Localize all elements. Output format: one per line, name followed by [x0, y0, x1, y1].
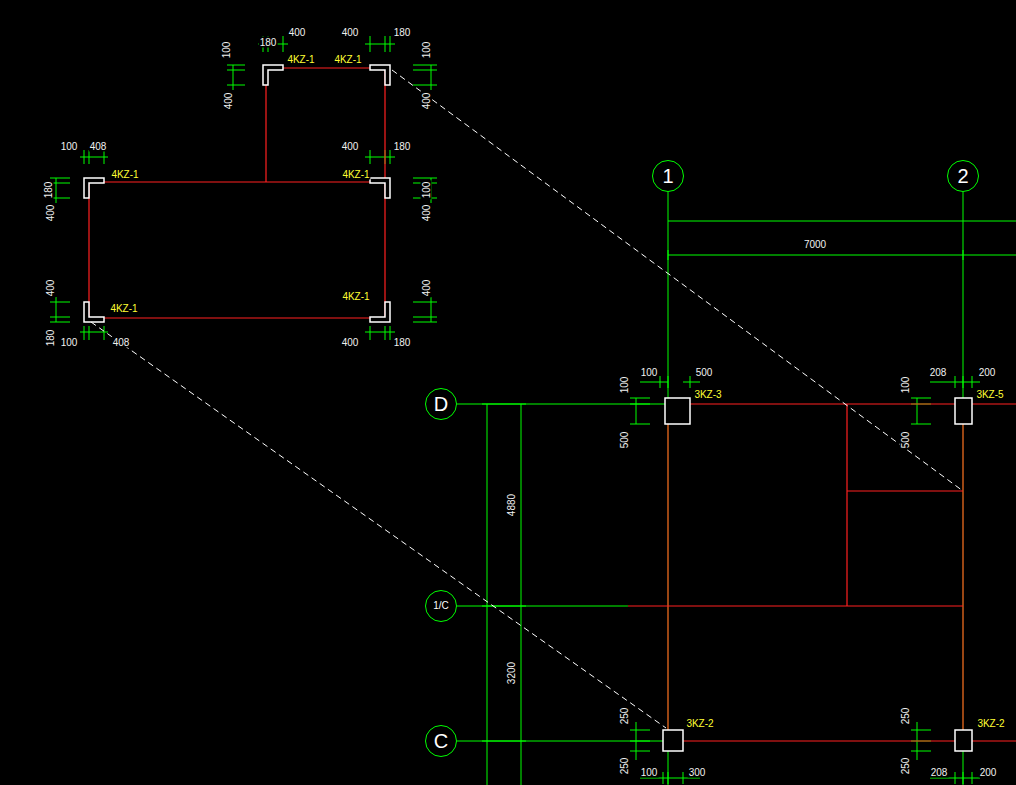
column-tag: 4KZ-1 [286, 54, 315, 65]
dimension-text: 100 [60, 141, 79, 152]
dimension-text: 100 [900, 376, 911, 395]
grid-bubble: 1 [652, 160, 684, 192]
dimension-text: 408 [89, 141, 108, 152]
grid-bubble: 2 [947, 160, 979, 192]
dimension-text: 400 [45, 204, 56, 223]
dimension-text: 400 [421, 204, 432, 223]
dimension-text: 180 [393, 27, 412, 38]
dimension-text: 100 [640, 767, 659, 778]
column-tag: 4KZ-1 [333, 54, 362, 65]
column-tag: 3KZ-5 [975, 389, 1004, 400]
dimension-text: 100 [60, 337, 79, 348]
dimension-text: 500 [695, 367, 714, 378]
dimension-text: 180 [43, 181, 54, 200]
grid-bubble: 1/C [425, 590, 457, 622]
grid-label: D [434, 394, 448, 414]
dimension-text: 250 [900, 707, 911, 726]
grid-label: 2 [957, 166, 968, 186]
dimension-text: 200 [978, 367, 997, 378]
column-tag: 4KZ-1 [109, 303, 138, 314]
column-tag: 4KZ-1 [341, 169, 370, 180]
dimension-text: 100 [640, 367, 659, 378]
grid-label: 1 [662, 166, 673, 186]
dimension-text: 3200 [506, 661, 517, 685]
dimension-text: 208 [929, 367, 948, 378]
dimension-text: 208 [930, 767, 949, 778]
grid-label: C [434, 731, 448, 751]
column-tag: 4KZ-1 [341, 291, 370, 302]
dimension-text: 250 [619, 707, 630, 726]
dimension-text: 400 [341, 337, 360, 348]
column-tag: 3KZ-2 [976, 718, 1005, 729]
dimension-text: 180 [393, 141, 412, 152]
column-tag: 3KZ-2 [685, 718, 714, 729]
column-tag: 4KZ-1 [110, 169, 139, 180]
dimension-text: 180 [393, 337, 412, 348]
dimension-text: 400 [341, 27, 360, 38]
dimension-text: 200 [979, 767, 998, 778]
dimension-text: 400 [288, 27, 307, 38]
dimension-text: 100 [421, 41, 432, 60]
grid-bubble: D [425, 388, 457, 420]
dimension-text: 100 [421, 181, 432, 200]
dimension-text: 400 [341, 141, 360, 152]
dimension-text: 100 [619, 376, 630, 395]
grid-bubble: C [425, 725, 457, 757]
dimension-text: 300 [688, 767, 707, 778]
dimension-text: 500 [619, 431, 630, 450]
dimension-text: 7000 [803, 239, 827, 250]
grid-label: 1/C [433, 596, 449, 616]
dimension-text: 400 [421, 92, 432, 111]
dimension-text: 100 [221, 41, 232, 60]
dimension-text: 500 [900, 431, 911, 450]
dimension-text: 180 [259, 37, 278, 48]
dimension-text: 180 [45, 329, 56, 348]
dimension-text: 408 [112, 337, 131, 348]
dimension-text: 250 [619, 757, 630, 776]
dimension-text: 4880 [506, 493, 517, 517]
dimension-text: 400 [45, 279, 56, 298]
column-tag: 3KZ-3 [693, 389, 722, 400]
dimension-text: 400 [421, 279, 432, 298]
dimension-text: 250 [900, 757, 911, 776]
dimension-text: 400 [223, 92, 234, 111]
